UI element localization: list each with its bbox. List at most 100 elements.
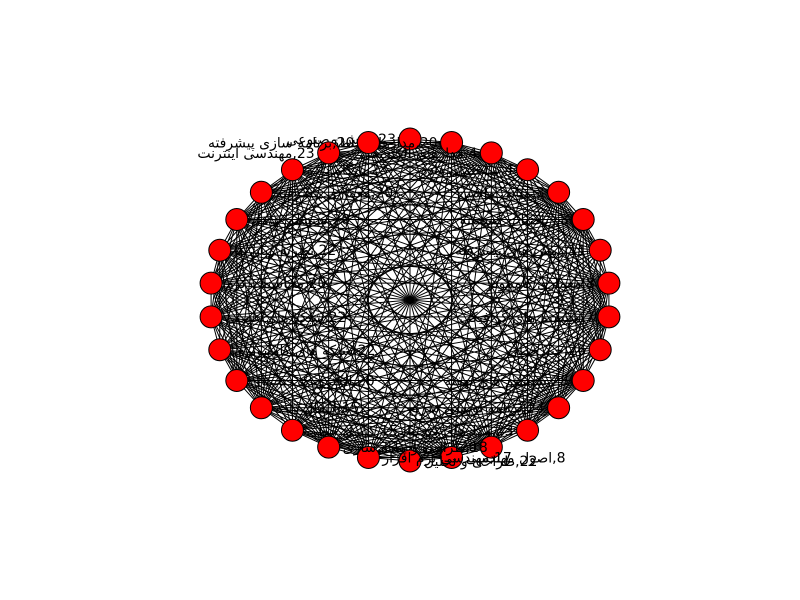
graph-edge [367, 169, 528, 458]
node-circle [588, 338, 612, 362]
graph-edge [291, 169, 369, 458]
node-label: 26,جبر خطی [507, 343, 586, 359]
edges-layer [210, 138, 610, 462]
graph-edge [328, 152, 560, 409]
graph-edge [210, 169, 528, 318]
graph-edge [328, 142, 369, 448]
graph-edge [219, 249, 369, 458]
graph-edge [210, 316, 559, 409]
node-label: 23,مهندسی اینترنت [197, 146, 314, 162]
graph-edge [260, 192, 330, 448]
graph-edge [210, 152, 330, 284]
node-circle [571, 369, 595, 392]
node-circle [356, 131, 380, 155]
node-label: 22,طراحی و تحلیل [424, 454, 537, 470]
node-circle [516, 418, 540, 442]
graph-edge [292, 169, 559, 409]
graph-node: 23,پایگاه داده [280, 158, 388, 182]
graph-edge [210, 316, 330, 448]
graph-edge [328, 152, 610, 318]
node-label: 20,برنامه سازی پیشرفته [208, 136, 354, 152]
graph-node: 23,مهندسی اینترنت [197, 141, 341, 165]
graph-edge [236, 142, 369, 381]
node-label: 11,روش های پیشرفته [455, 243, 586, 259]
graph-edge [219, 152, 330, 350]
node-circle [199, 271, 223, 295]
graph-edge [409, 138, 601, 351]
graph-edge [409, 380, 584, 462]
graph-edge [368, 142, 610, 318]
graph-node: 20,برنامه سازی پیشرفته [208, 131, 380, 155]
graph-edge [368, 407, 559, 458]
graph-edge [490, 152, 560, 408]
graph-edge [261, 191, 584, 220]
node-label: 20,معماری پیشرفته [275, 185, 393, 201]
graph-edge [210, 142, 369, 318]
graph-edge [328, 152, 528, 171]
node-circle [440, 131, 464, 155]
graph-edge [292, 169, 453, 458]
node-label: 24,برنامه نویسی سریع [409, 401, 545, 417]
graph-edge [236, 142, 369, 220]
graph-node: 23,مدارهای دیجیتال [397, 418, 540, 442]
graph-edge [260, 152, 330, 408]
node-circle [588, 238, 612, 262]
node-circle [249, 180, 273, 204]
graph-edge [260, 169, 293, 408]
graph-edge [260, 192, 369, 458]
node-label: 15,انتقال داده [275, 401, 359, 417]
graph-edge [260, 142, 369, 408]
graph-edge [236, 152, 329, 220]
graph-edge [328, 152, 411, 462]
graph-node: 22,شبکه های عصبی [199, 305, 346, 329]
graph-edge [219, 349, 559, 409]
graph-edge [219, 249, 609, 284]
graph-edge [368, 142, 559, 193]
node-circle [199, 305, 223, 329]
graph-edge [219, 249, 452, 458]
graph-edge [210, 316, 492, 448]
graph-edge [451, 349, 601, 458]
graph-edge [210, 152, 330, 318]
graph-edge [328, 429, 528, 448]
node-circle [597, 271, 621, 295]
graph-edge [328, 152, 584, 220]
graph-edge [261, 316, 610, 409]
graph-edge [219, 138, 411, 351]
graph-edge [210, 169, 293, 318]
graph-edge [409, 249, 601, 462]
graph-edge [292, 169, 584, 381]
node-label: 20,سیستم عامل [251, 213, 350, 229]
graph-edge [236, 138, 411, 220]
graph-edge [210, 142, 452, 318]
graph-edge [367, 142, 528, 431]
node-circle [479, 435, 503, 459]
node-circle [516, 158, 540, 182]
node-circle [547, 396, 571, 420]
graph-edge [219, 316, 609, 351]
graph-edge [328, 152, 453, 458]
node-label: 23,پایگاه داده [306, 162, 388, 179]
node-label: 4,ساختمان داده [421, 163, 514, 179]
graph-edge [490, 192, 560, 448]
graph-node: 22,شبکه های کامپیوتری [208, 338, 375, 362]
graph-edge [328, 152, 369, 458]
node-circle [479, 141, 503, 165]
graph-edge [328, 138, 411, 448]
graph-edge [291, 142, 369, 431]
node-label: 25,سیستم های نهفته [444, 374, 569, 390]
graph-edge [210, 282, 452, 458]
node-label: 3,مبانی ماشین [457, 185, 545, 201]
graph-edge [219, 191, 559, 351]
graph-edge [210, 282, 293, 431]
graph-node: 8,اصول مهندسی [440, 445, 566, 469]
node-label: 7,سیستم های گرافیکی [459, 309, 594, 326]
node-circle [280, 418, 304, 442]
graph-edge [236, 219, 601, 251]
node-label: 8,معماری کامپیوتر [486, 276, 595, 292]
graph-edge [236, 282, 610, 381]
graph-edge [292, 429, 492, 448]
graph-node: 20,محاسبات نرم [199, 271, 326, 295]
graph-edge [367, 142, 453, 458]
